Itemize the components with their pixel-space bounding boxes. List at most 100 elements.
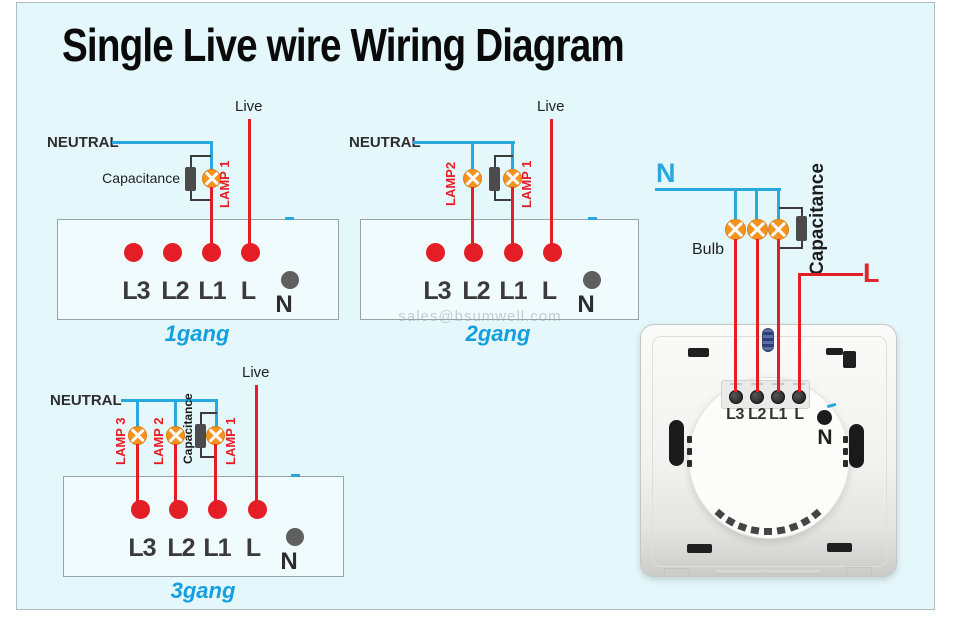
bulb-label: Bulb [692, 241, 725, 258]
terminal-l-label: L [245, 534, 261, 562]
neutral-label: NEUTRAL [47, 134, 119, 151]
lamp-feed-wire [210, 187, 213, 245]
terminal-l3 [124, 243, 143, 262]
terminal-n [286, 528, 304, 546]
terminal-n [583, 271, 601, 289]
capacitor-icon [185, 167, 196, 191]
terminal-l2-label: L2 [462, 277, 490, 305]
terminal-screw-l [792, 390, 806, 404]
terminal-l1 [202, 243, 221, 262]
device-terminal-n-label: N [817, 426, 833, 449]
terminal-l1-label: L1 [203, 534, 231, 562]
live-wire-horizontal [798, 273, 863, 276]
bulb-wire-l2 [756, 239, 759, 392]
device-terminal-l2-label: L2 [748, 406, 766, 423]
terminal-screw-l3 [729, 390, 743, 404]
switch-box-1gang [57, 219, 339, 320]
live-wire [550, 119, 553, 245]
capacitor-icon [489, 167, 500, 191]
lamp1-feed-wire [511, 187, 514, 245]
terminal-l3-label: L3 [423, 277, 451, 305]
module-ridge [687, 460, 692, 467]
terminal-n-label: N [577, 291, 595, 318]
switch-box-3gang [63, 476, 344, 577]
terminal-l [543, 243, 562, 262]
capacitance-label: Capacitance [102, 170, 180, 186]
terminal-screw-l2 [750, 390, 764, 404]
bulb-icon [725, 219, 746, 240]
module-ridge [687, 448, 692, 455]
neutral-wire-drop [210, 141, 213, 170]
caption-1gang: 1gang [164, 321, 230, 346]
box-mark-icon [588, 217, 597, 220]
terminal-l [241, 243, 260, 262]
terminal-l1-label: L1 [198, 277, 226, 305]
live-label: Live [537, 98, 565, 115]
mount-slot-top-left [688, 348, 709, 357]
lamp2-feed-wire [471, 187, 474, 245]
switch-box-2gang [360, 219, 639, 320]
neutral-wire-horizontal [655, 188, 781, 191]
module-ridge [843, 460, 848, 467]
neutral-wire-drop-lamp2 [174, 399, 177, 427]
mount-slot-bottom-left [687, 544, 712, 553]
bulb-wire-l3 [734, 239, 737, 392]
terminal-l3 [426, 243, 445, 262]
page-title: Single Live wire Wiring Diagram [62, 19, 625, 71]
plate-bottom-seam [716, 570, 820, 575]
terminal-n [281, 271, 299, 289]
caption-2gang: 2gang [465, 321, 531, 346]
lamp3-feed-wire [136, 444, 139, 502]
terminal-l2 [163, 243, 182, 262]
lamp2-feed-wire [174, 444, 177, 502]
terminal-l3 [131, 500, 150, 519]
neutral-label: NEUTRAL [349, 134, 421, 151]
terminal-n-label: N [275, 291, 293, 318]
box-mark-icon [285, 217, 294, 220]
module-side-tab-right [849, 424, 864, 468]
mount-slot-top-right [826, 348, 843, 355]
terminal-l1 [208, 500, 227, 519]
terminal-l2-label: L2 [167, 534, 195, 562]
neutral-wire-label: N [656, 158, 676, 188]
live-wire-label: L [863, 258, 880, 288]
device-terminal-l3-label: L3 [726, 406, 744, 423]
live-wire-drop [798, 273, 801, 392]
terminal-l1 [504, 243, 523, 262]
plate-notch [846, 567, 872, 575]
bulb-wire-l1 [777, 239, 780, 392]
neutral-wire-horizontal [112, 141, 213, 144]
terminal-n-label: N [280, 548, 298, 575]
mount-slot-top-right-tab [843, 351, 856, 368]
neutral-wire-drop [755, 188, 758, 219]
plate-notch [664, 568, 690, 576]
neutral-wire-drop-lamp2 [471, 141, 474, 170]
mount-slot-bottom-right [827, 543, 852, 552]
live-wire [255, 385, 258, 502]
terminal-l3-label: L3 [122, 277, 150, 305]
terminal-l2 [464, 243, 483, 262]
terminal-l3-label: L3 [128, 534, 156, 562]
bulb-icon [747, 219, 768, 240]
terminal-screw-l1 [771, 390, 785, 404]
lamp1-feed-wire [214, 444, 217, 502]
device-terminal-l-label: L [794, 406, 804, 423]
device-terminal-n [817, 410, 832, 425]
neutral-wire-horizontal [413, 141, 515, 144]
caption-3gang: 3gang [170, 578, 236, 603]
watermark-text: sales@bsumwell.com [398, 308, 562, 325]
capacitor-icon [195, 424, 206, 448]
capacitor-icon [796, 216, 807, 241]
neutral-label: NEUTRAL [50, 392, 122, 409]
terminal-l [248, 500, 267, 519]
neutral-wire-horizontal [121, 399, 218, 402]
neutral-wire-drop-lamp3 [136, 399, 139, 427]
module-ridge [687, 436, 692, 443]
live-wire [248, 119, 251, 245]
module-ridge [843, 436, 848, 443]
terminal-l-label: L [541, 277, 557, 305]
capacitance-label: Capacitance [807, 163, 828, 275]
